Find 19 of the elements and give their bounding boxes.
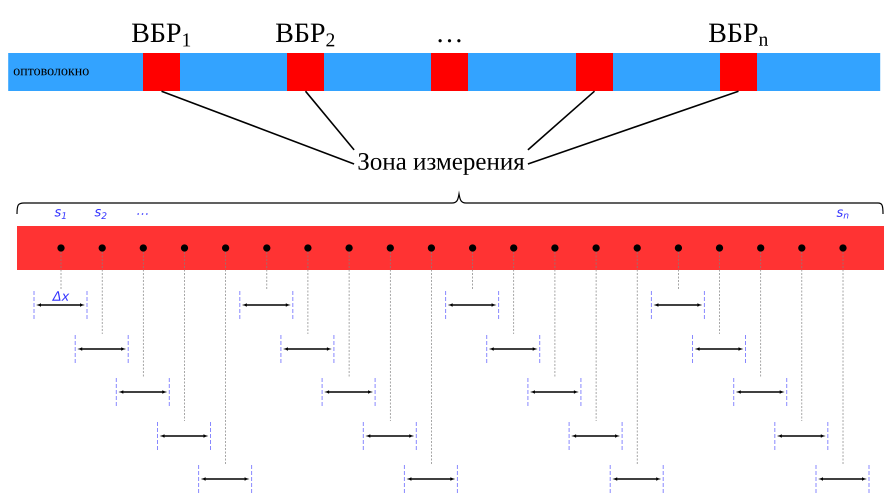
- grating-label: ВБР$_{n}$: [709, 24, 768, 46]
- grating-block: [431, 53, 468, 91]
- connector-line: [528, 90, 739, 165]
- connector-line: [527, 90, 596, 150]
- connector-line: [304, 90, 355, 150]
- grating-block: [287, 53, 324, 91]
- variable-label: s$_{n}$: [836, 209, 848, 219]
- grating-block: [576, 53, 613, 91]
- zone-label: Зона измерения: [358, 153, 524, 175]
- grating-label: ВБР$_{2}$: [276, 24, 334, 46]
- connector-line: [161, 90, 354, 165]
- variable-label: Δx: [52, 291, 70, 301]
- grating-block: [720, 53, 757, 91]
- grating-label: …: [438, 39, 461, 42]
- grating-block: [143, 53, 180, 91]
- variable-label: s$_{1}$: [54, 209, 66, 219]
- variable-label: …: [137, 213, 148, 215]
- variable-label: s$_{2}$: [94, 209, 106, 219]
- grating-label: ВБР$_{1}$: [132, 24, 190, 46]
